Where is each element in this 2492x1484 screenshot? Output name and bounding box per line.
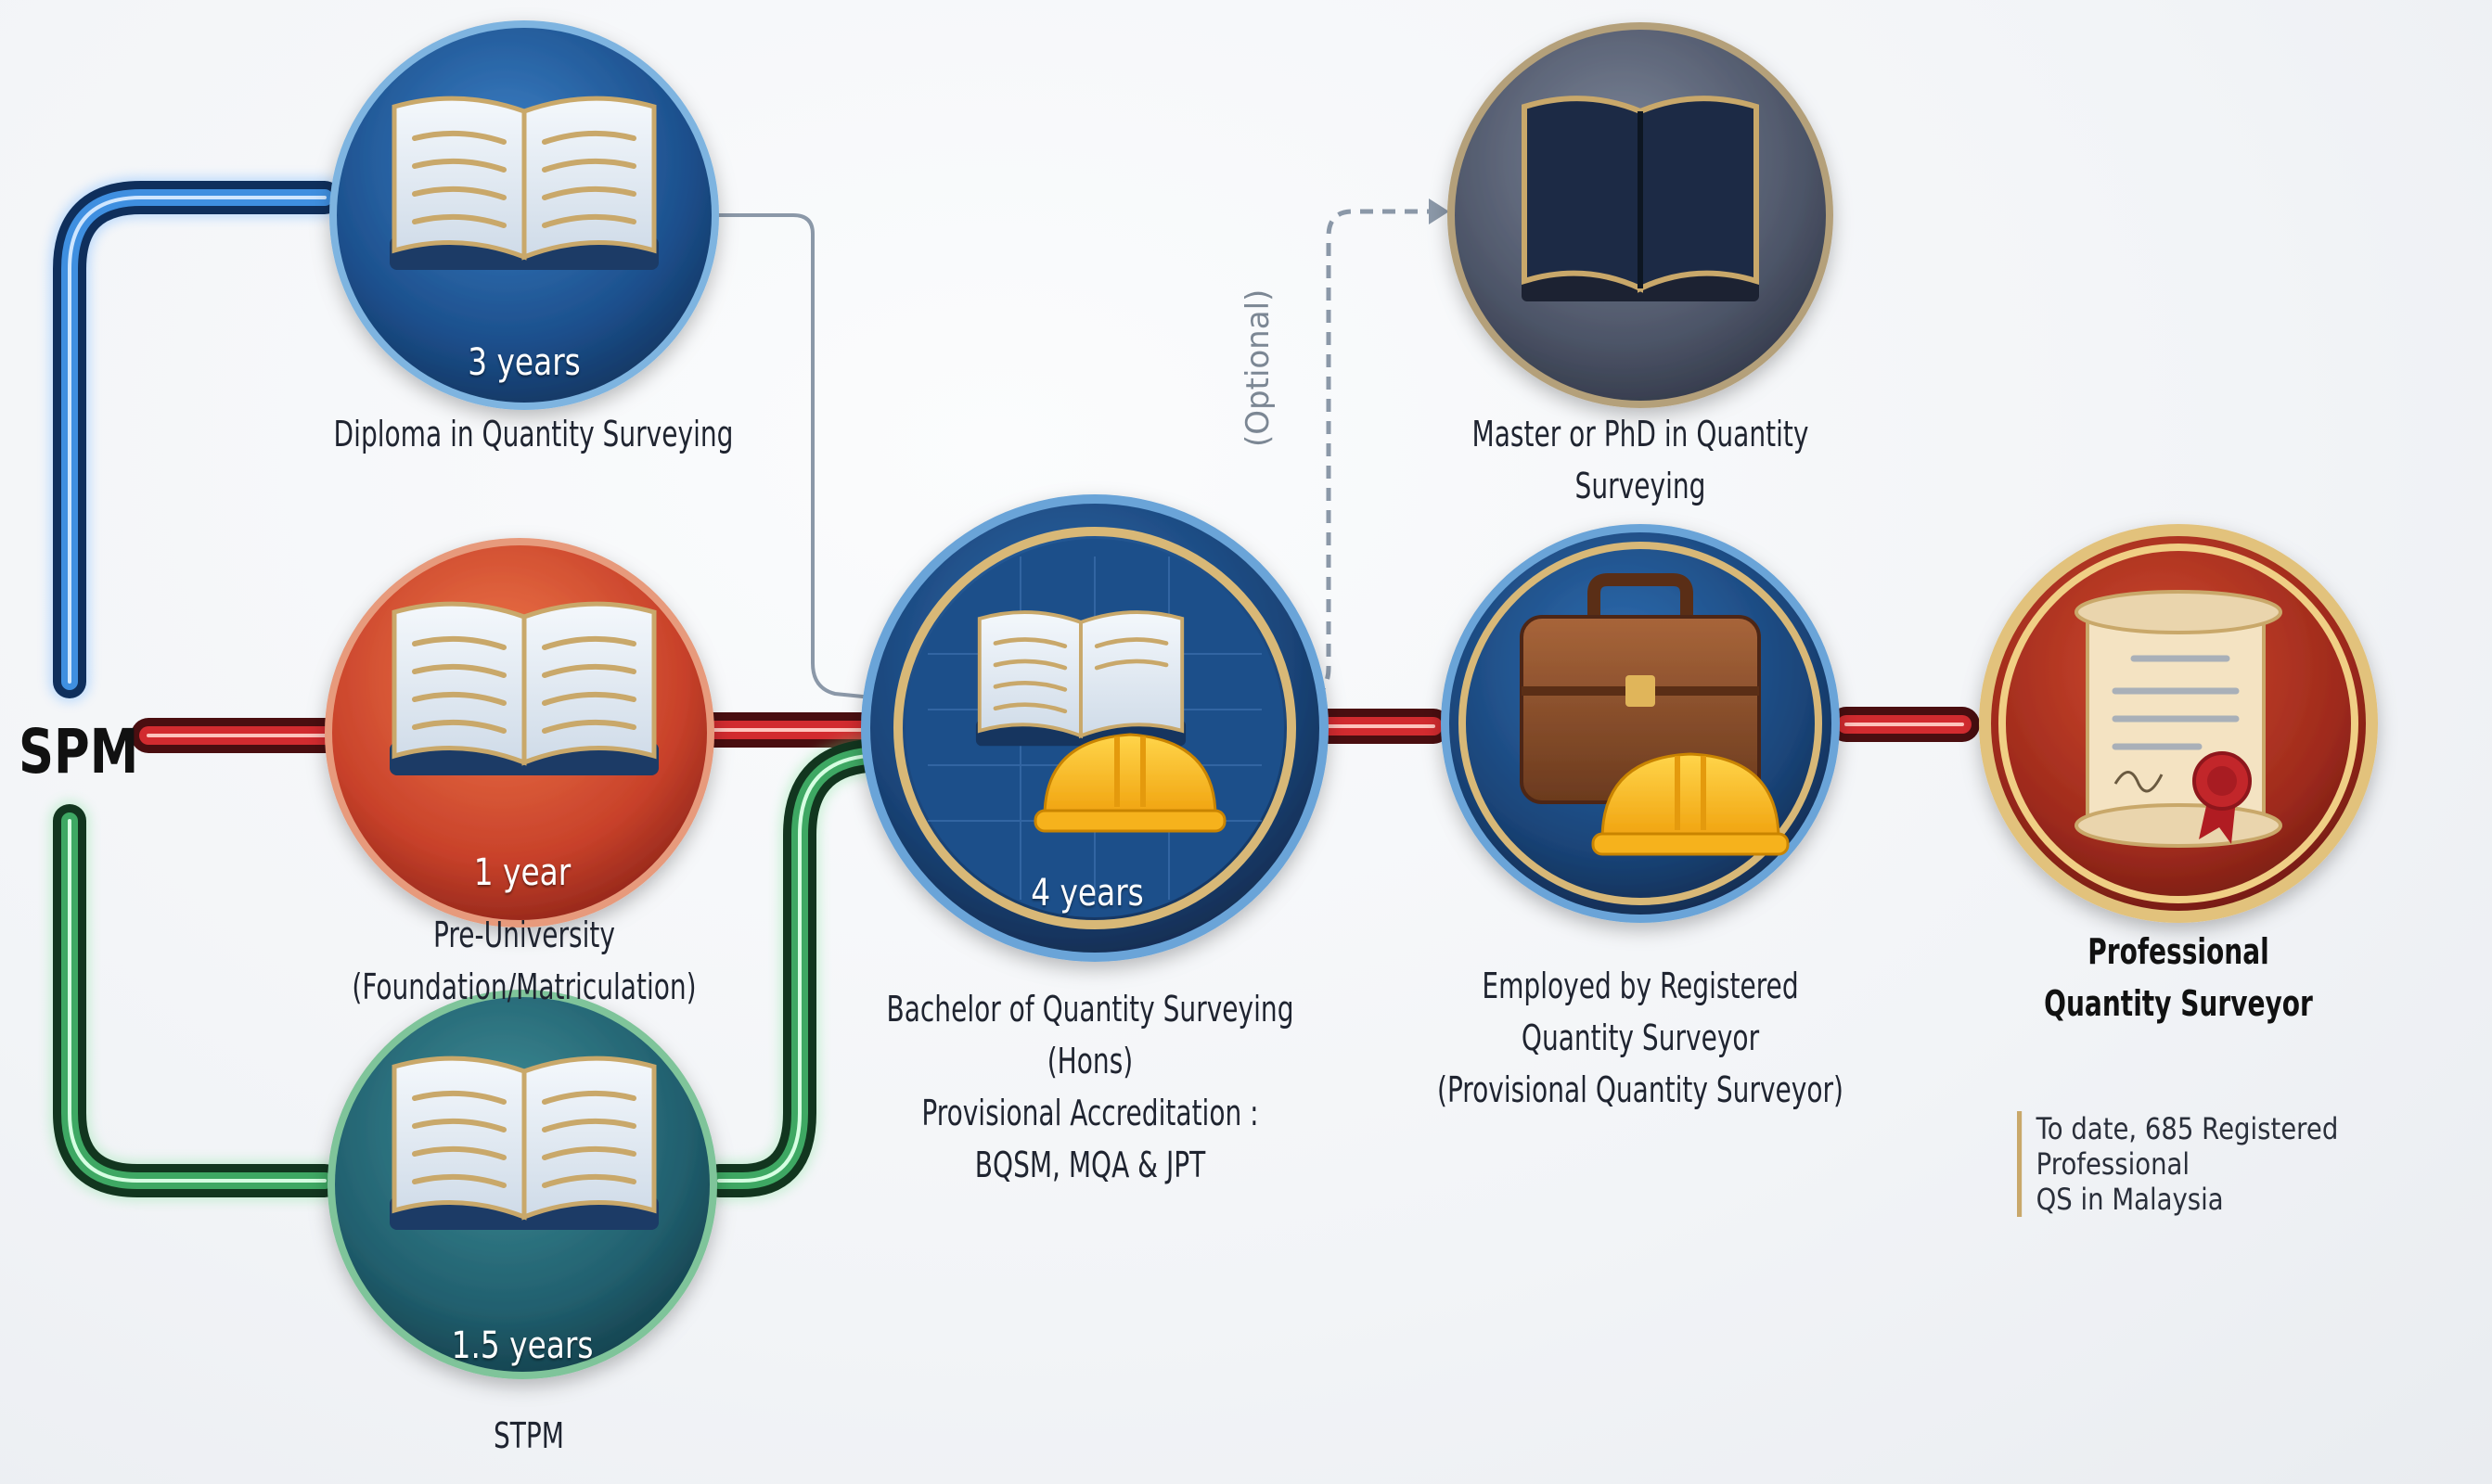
connector-diploma-to-bachelor <box>714 213 873 699</box>
path-spm-to-diploma <box>49 177 345 702</box>
bachelor-caption: Bachelor of Quantity Surveying (Hons) Pr… <box>847 983 1334 1191</box>
dark-book-icon <box>1522 96 1759 301</box>
node-professional <box>1979 524 2378 923</box>
briefcase-with-hardhat-icon <box>1520 573 1790 856</box>
path-stpm-to-bachelor <box>699 736 888 1201</box>
hardhat-icon <box>1034 733 1227 833</box>
professional-title-line1: Professional <box>2087 931 2269 972</box>
open-book-icon <box>390 601 659 775</box>
note-line1: To date, 685 Registered Professional <box>2036 1111 2339 1182</box>
professional-title-line2: Quantity Surveyor <box>2044 983 2313 1024</box>
node-bachelor <box>861 494 1329 962</box>
bachelor-title-line2: (Hons) <box>1047 1041 1134 1081</box>
employed-title-line1: Employed by Registered <box>1482 966 1799 1006</box>
stpm-caption: STPM <box>377 1410 681 1462</box>
bachelor-title-line4: BQSM, MQA & JPT <box>974 1145 1206 1185</box>
book-with-hardhat-icon <box>975 610 1227 833</box>
node-master <box>1447 22 1833 408</box>
diploma-duration: 3 years <box>468 341 581 384</box>
open-book-icon <box>390 1055 659 1230</box>
master-title-line1: Master or PhD in Quantity <box>1471 414 1809 454</box>
stpm-duration: 1.5 years <box>451 1324 594 1367</box>
master-caption: Master or PhD in Quantity Surveying <box>1412 408 1869 512</box>
certificate-scroll-icon <box>2075 590 2282 848</box>
pre-university-duration: 1 year <box>473 851 572 894</box>
employed-caption: Employed by Registered Quantity Surveyor… <box>1397 960 1884 1116</box>
stpm-title: STPM <box>493 1415 565 1456</box>
diploma-caption: Diploma in Quantity Surveying <box>305 408 762 460</box>
pre-university-title-line2: (Foundation/Matriculation) <box>352 966 697 1007</box>
hardhat-icon <box>1591 752 1790 856</box>
node-employed <box>1441 524 1840 923</box>
employed-title-line3: (Provisional Quantity Surveyor) <box>1437 1069 1843 1110</box>
path-spm-to-stpm <box>49 800 345 1201</box>
bachelor-duration: 4 years <box>1031 872 1144 915</box>
employed-title-line2: Quantity Surveyor <box>1521 1017 1760 1058</box>
master-title-line2: Surveying <box>1574 466 1706 506</box>
pre-university-caption: Pre-University (Foundation/Matriculation… <box>296 909 752 1013</box>
registered-qs-note: To date, 685 Registered Professional QS … <box>2017 1111 2451 1217</box>
bachelor-title-line1: Bachelor of Quantity Surveying <box>886 989 1294 1030</box>
node-diploma <box>329 20 719 410</box>
professional-caption: Professional Quantity Surveyor <box>1950 926 2407 1030</box>
bachelor-title-line3: Provisional Accreditation : <box>921 1093 1259 1133</box>
optional-label: (Optional) <box>1240 288 1277 447</box>
arrowhead-icon <box>1429 198 1449 224</box>
pre-university-title-line1: Pre-University <box>433 915 615 955</box>
start-label-spm: SPM <box>19 716 139 787</box>
node-pre-university <box>325 538 714 928</box>
note-line2: QS in Malaysia <box>2036 1182 2224 1217</box>
node-stpm <box>328 990 717 1379</box>
open-book-icon <box>390 96 659 270</box>
diploma-title: Diploma in Quantity Surveying <box>333 414 734 454</box>
